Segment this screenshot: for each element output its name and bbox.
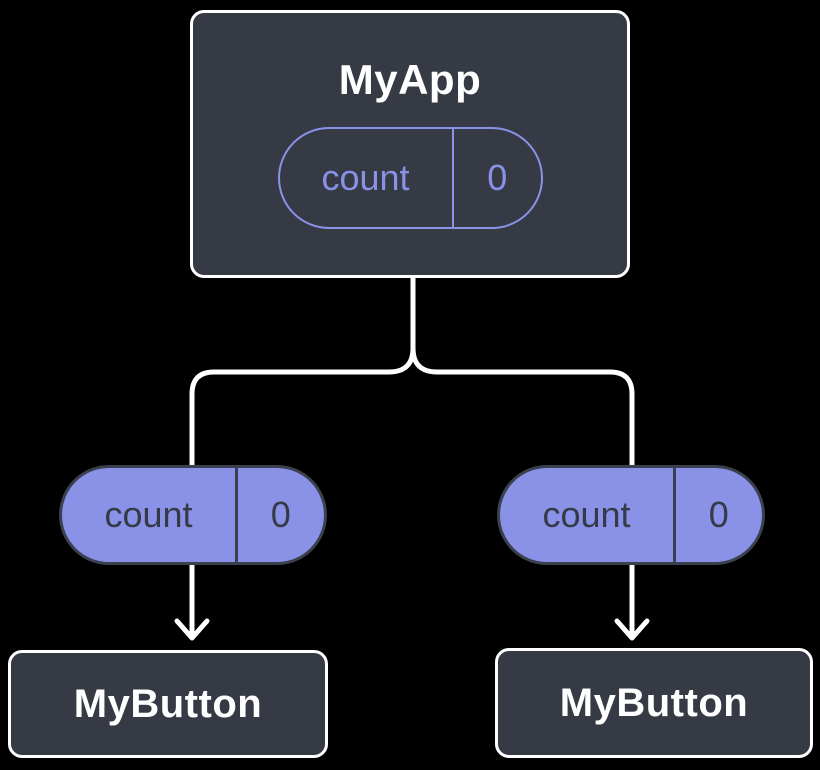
prop-pill-right-name: count: [542, 494, 631, 535]
state-pill-myapp: count 0: [277, 127, 543, 229]
prop-pill-right-divider: [673, 468, 676, 562]
arrow-right-head-icon: [614, 618, 650, 641]
branch-left-line: [189, 345, 416, 473]
state-pill-name: count: [321, 157, 410, 198]
node-mybutton-right: MyButton: [495, 648, 813, 758]
prop-pill-left-divider: [235, 468, 238, 562]
prop-pill-left-value: 0: [270, 494, 291, 535]
state-pill-divider: [451, 129, 454, 227]
branch-right-line: [410, 345, 635, 473]
arrow-left-head-icon: [174, 618, 210, 641]
state-pill-value: 0: [487, 157, 508, 198]
node-mybutton-left-title: MyButton: [73, 682, 263, 726]
node-mybutton-right-title: MyButton: [559, 681, 749, 725]
node-mybutton-left: MyButton: [8, 650, 328, 758]
node-myapp: MyApp count 0: [190, 10, 630, 278]
prop-pill-left: count 0: [59, 465, 327, 565]
prop-pill-left-name: count: [104, 494, 193, 535]
prop-pill-right-value: 0: [708, 494, 729, 535]
prop-pill-right: count 0: [497, 465, 765, 565]
node-myapp-title: MyApp: [338, 56, 482, 103]
